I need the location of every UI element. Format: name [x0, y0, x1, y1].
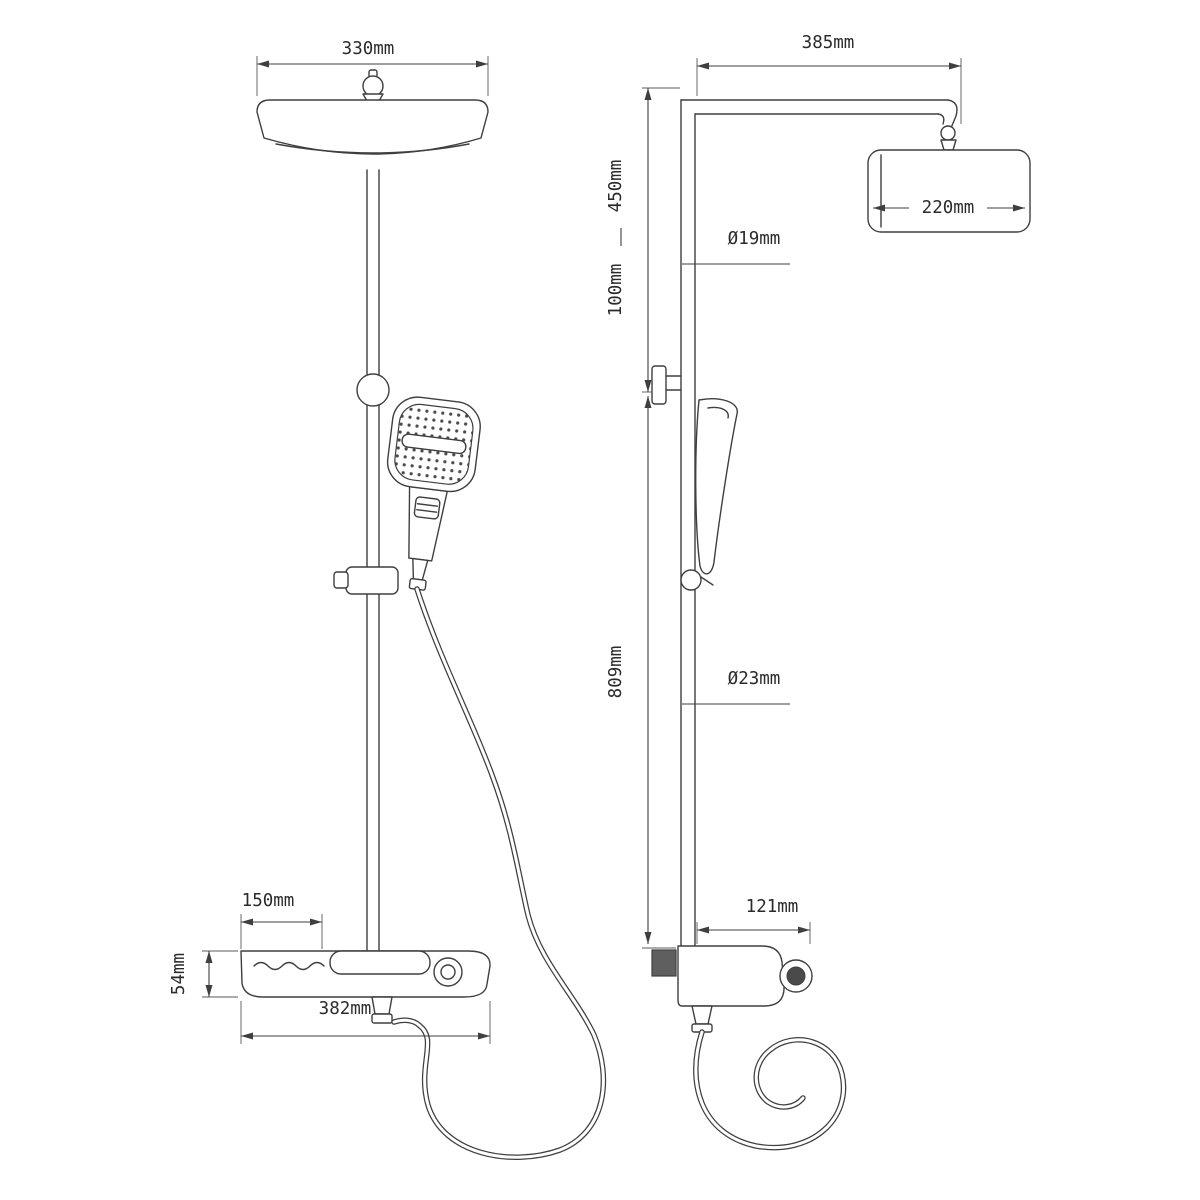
button-line — [416, 503, 439, 507]
dim-label-mixer-width: 121mm — [746, 897, 799, 917]
overhead-shower-side: 220mm — [867, 149, 1031, 233]
shower-hose-side — [693, 1029, 847, 1151]
outlet-fitting-side — [691, 1005, 713, 1025]
hand-shower-side — [680, 398, 738, 591]
shelf-mixer-front — [240, 950, 491, 1024]
dim-label-riser-length: 809mm — [606, 646, 626, 699]
dim-head-width: 330mm — [256, 39, 489, 96]
arm-end-inner — [937, 113, 945, 125]
dim-label-upper-offset: 100mm — [606, 264, 626, 317]
label-backing — [909, 196, 987, 218]
dim-upper-pipe-diameter: Ø19mm — [682, 229, 790, 265]
bracket-flange — [651, 365, 667, 405]
arm-end-outer — [947, 99, 958, 129]
hand-shower-blade — [695, 398, 738, 575]
dim-label-upper-pipe-diameter: Ø19mm — [728, 229, 781, 249]
handle-connector — [412, 557, 429, 581]
dim-riser-length: 809mm — [606, 396, 676, 949]
slider-knob-side — [680, 569, 702, 591]
water-wave-line — [253, 961, 325, 971]
spray-slot — [401, 433, 467, 455]
shower-hose-front — [391, 586, 607, 1161]
head-plate-edge-line — [275, 143, 470, 154]
head-plate — [256, 99, 489, 155]
dim-label-head-width: 330mm — [342, 39, 395, 59]
side-view: 385mm 450mm 100mm 220m — [606, 33, 1031, 1151]
tray-recess — [329, 950, 431, 975]
dim-mixer-width: 121mm — [696, 897, 811, 944]
dim-label-tray-width: 150mm — [242, 891, 295, 911]
dim-label-upper-drop: 450mm — [606, 160, 626, 213]
head-profile — [867, 149, 1031, 233]
dim-arm-reach: 385mm — [696, 33, 962, 124]
outlet-nut — [371, 1013, 393, 1024]
ball-joint-side — [940, 125, 956, 141]
hose-inner — [392, 587, 605, 1159]
slider-clamp — [345, 566, 399, 595]
hand-shower-front — [386, 396, 481, 591]
front-view: 330mm — [169, 39, 607, 1161]
dim-upper-drop: 450mm 100mm — [606, 87, 680, 393]
dim-shelf-height: 54mm — [169, 950, 238, 998]
wall-bracket-side — [651, 365, 682, 405]
ball-joint — [362, 75, 384, 97]
dim-label-shelf-width: 382mm — [319, 999, 372, 1019]
outlet-fitting — [371, 996, 393, 1015]
valve-knob-inner — [786, 966, 806, 986]
dim-label-arm-reach: 385mm — [802, 33, 855, 53]
dim-label-lower-pipe-diameter: Ø23mm — [728, 669, 781, 689]
riser-pipe-front — [333, 169, 399, 953]
dim-label-shelf-height: 54mm — [169, 953, 189, 995]
slider-lever — [333, 571, 349, 589]
riser-pipe-side — [680, 99, 958, 949]
diverter-block — [651, 949, 677, 977]
wall-bracket-ring — [356, 373, 390, 407]
dim-lower-pipe-diameter: Ø23mm — [682, 669, 790, 705]
blade-edge-line — [707, 406, 729, 419]
valve-body — [677, 945, 785, 1007]
control-knob — [433, 957, 463, 987]
joint-neck-side — [940, 139, 957, 151]
control-knob-inner — [440, 964, 456, 980]
slider-hook — [700, 576, 714, 586]
mixer-valve-side — [651, 945, 813, 1033]
button-line — [416, 509, 438, 513]
dim-shelf-width: 382mm — [240, 999, 491, 1044]
hose-inner — [694, 1030, 845, 1149]
handle-buttons — [413, 496, 441, 520]
dim-label-head-depth: 220mm — [922, 198, 975, 218]
dim-tray-width: 150mm — [240, 891, 323, 949]
overhead-shower-front — [256, 69, 489, 155]
